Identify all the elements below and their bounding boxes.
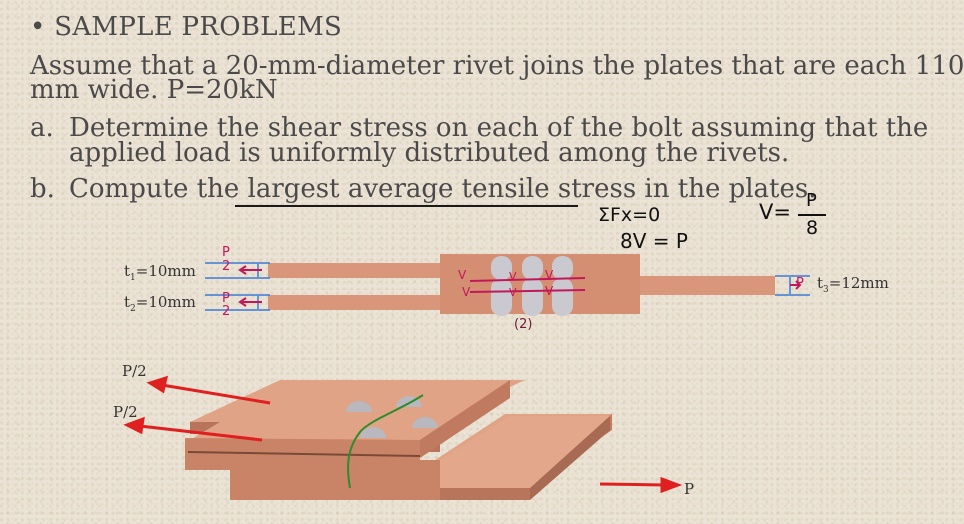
shear-arrow-label: V: [509, 286, 517, 299]
shear-formula-numerator: P: [806, 190, 817, 211]
isometric-view-diagram: [123, 375, 683, 500]
shear-formula-denominator: 8: [806, 217, 819, 239]
rivet-count-note: (2): [514, 317, 533, 332]
bullet: •: [30, 12, 46, 42]
shear-formula-label: V=: [759, 200, 791, 224]
sum-fx-equation: ΣFx=0: [598, 204, 661, 226]
rivet-head: [360, 427, 386, 438]
rivet-head: [346, 401, 372, 412]
rivet-shank: [552, 278, 573, 316]
plate-top-left: [268, 263, 458, 278]
rivet-head: [412, 417, 438, 428]
part-b-marker: b.: [30, 174, 55, 204]
shear-arrow-label: V: [545, 268, 554, 282]
problem-line-1: Assume that a 20-mm-diameter rivet joins…: [30, 51, 964, 81]
part-a-line-1: Determine the shear stress on each of th…: [69, 113, 929, 143]
rivet-shank: [522, 256, 543, 280]
part-a-marker: a.: [30, 113, 54, 143]
plate-body-side: [420, 380, 510, 458]
plate-gap-line: [187, 451, 421, 457]
load-label-bottom: P/2: [113, 403, 138, 421]
half-load-denominator: 2: [222, 259, 231, 274]
figure-layer: [123, 205, 810, 500]
plate-extension-top: [440, 416, 610, 488]
half-load-numerator: P: [222, 245, 230, 260]
side-view-diagram: [205, 254, 810, 316]
half-load-denominator: 2: [222, 304, 231, 319]
shear-arrow-label: V: [545, 284, 554, 298]
plate-right: [640, 276, 775, 295]
rivet-shank: [552, 256, 573, 280]
part-b-line-1: Compute the largest average tensile stre…: [69, 174, 817, 204]
load-label-right-handwritten: P: [796, 276, 804, 291]
part-a-line-2: applied load is uniformly distributed am…: [69, 138, 790, 168]
handwritten-force-arrows: [238, 265, 802, 307]
plate-bottom-left: [268, 295, 458, 310]
problem-line-2: mm wide. P=20kN: [30, 75, 278, 105]
plate-extension-side: [530, 416, 610, 500]
fraction-bar: [798, 214, 826, 216]
rivet-group-side: [491, 256, 573, 316]
thickness-label-t1: t1=10mm: [124, 262, 196, 283]
load-label-top: P/2: [122, 362, 147, 380]
half-load-numerator: P: [222, 291, 230, 306]
shear-arrow-label: V: [509, 270, 517, 283]
load-label-right: P: [684, 480, 695, 498]
thickness-label-t3: t3=12mm: [817, 274, 889, 295]
rivet-shank: [522, 278, 543, 316]
shear-arrow-label: V: [462, 285, 471, 299]
shear-arrow-label: V: [458, 268, 467, 282]
section-cut-line: [347, 394, 424, 489]
slide-title: SAMPLE PROBLEMS: [54, 12, 343, 42]
shear-equation: 8V = P: [620, 229, 688, 253]
rivet-shank: [491, 256, 512, 280]
thickness-label-t2: t2=10mm: [124, 293, 196, 314]
plate-extension-front: [440, 488, 530, 500]
load-arrows: [123, 375, 683, 494]
plate-body-front: [185, 438, 440, 500]
slide-heading: • SAMPLE PROBLEMS: [30, 12, 342, 42]
rivet-shank: [491, 278, 512, 316]
